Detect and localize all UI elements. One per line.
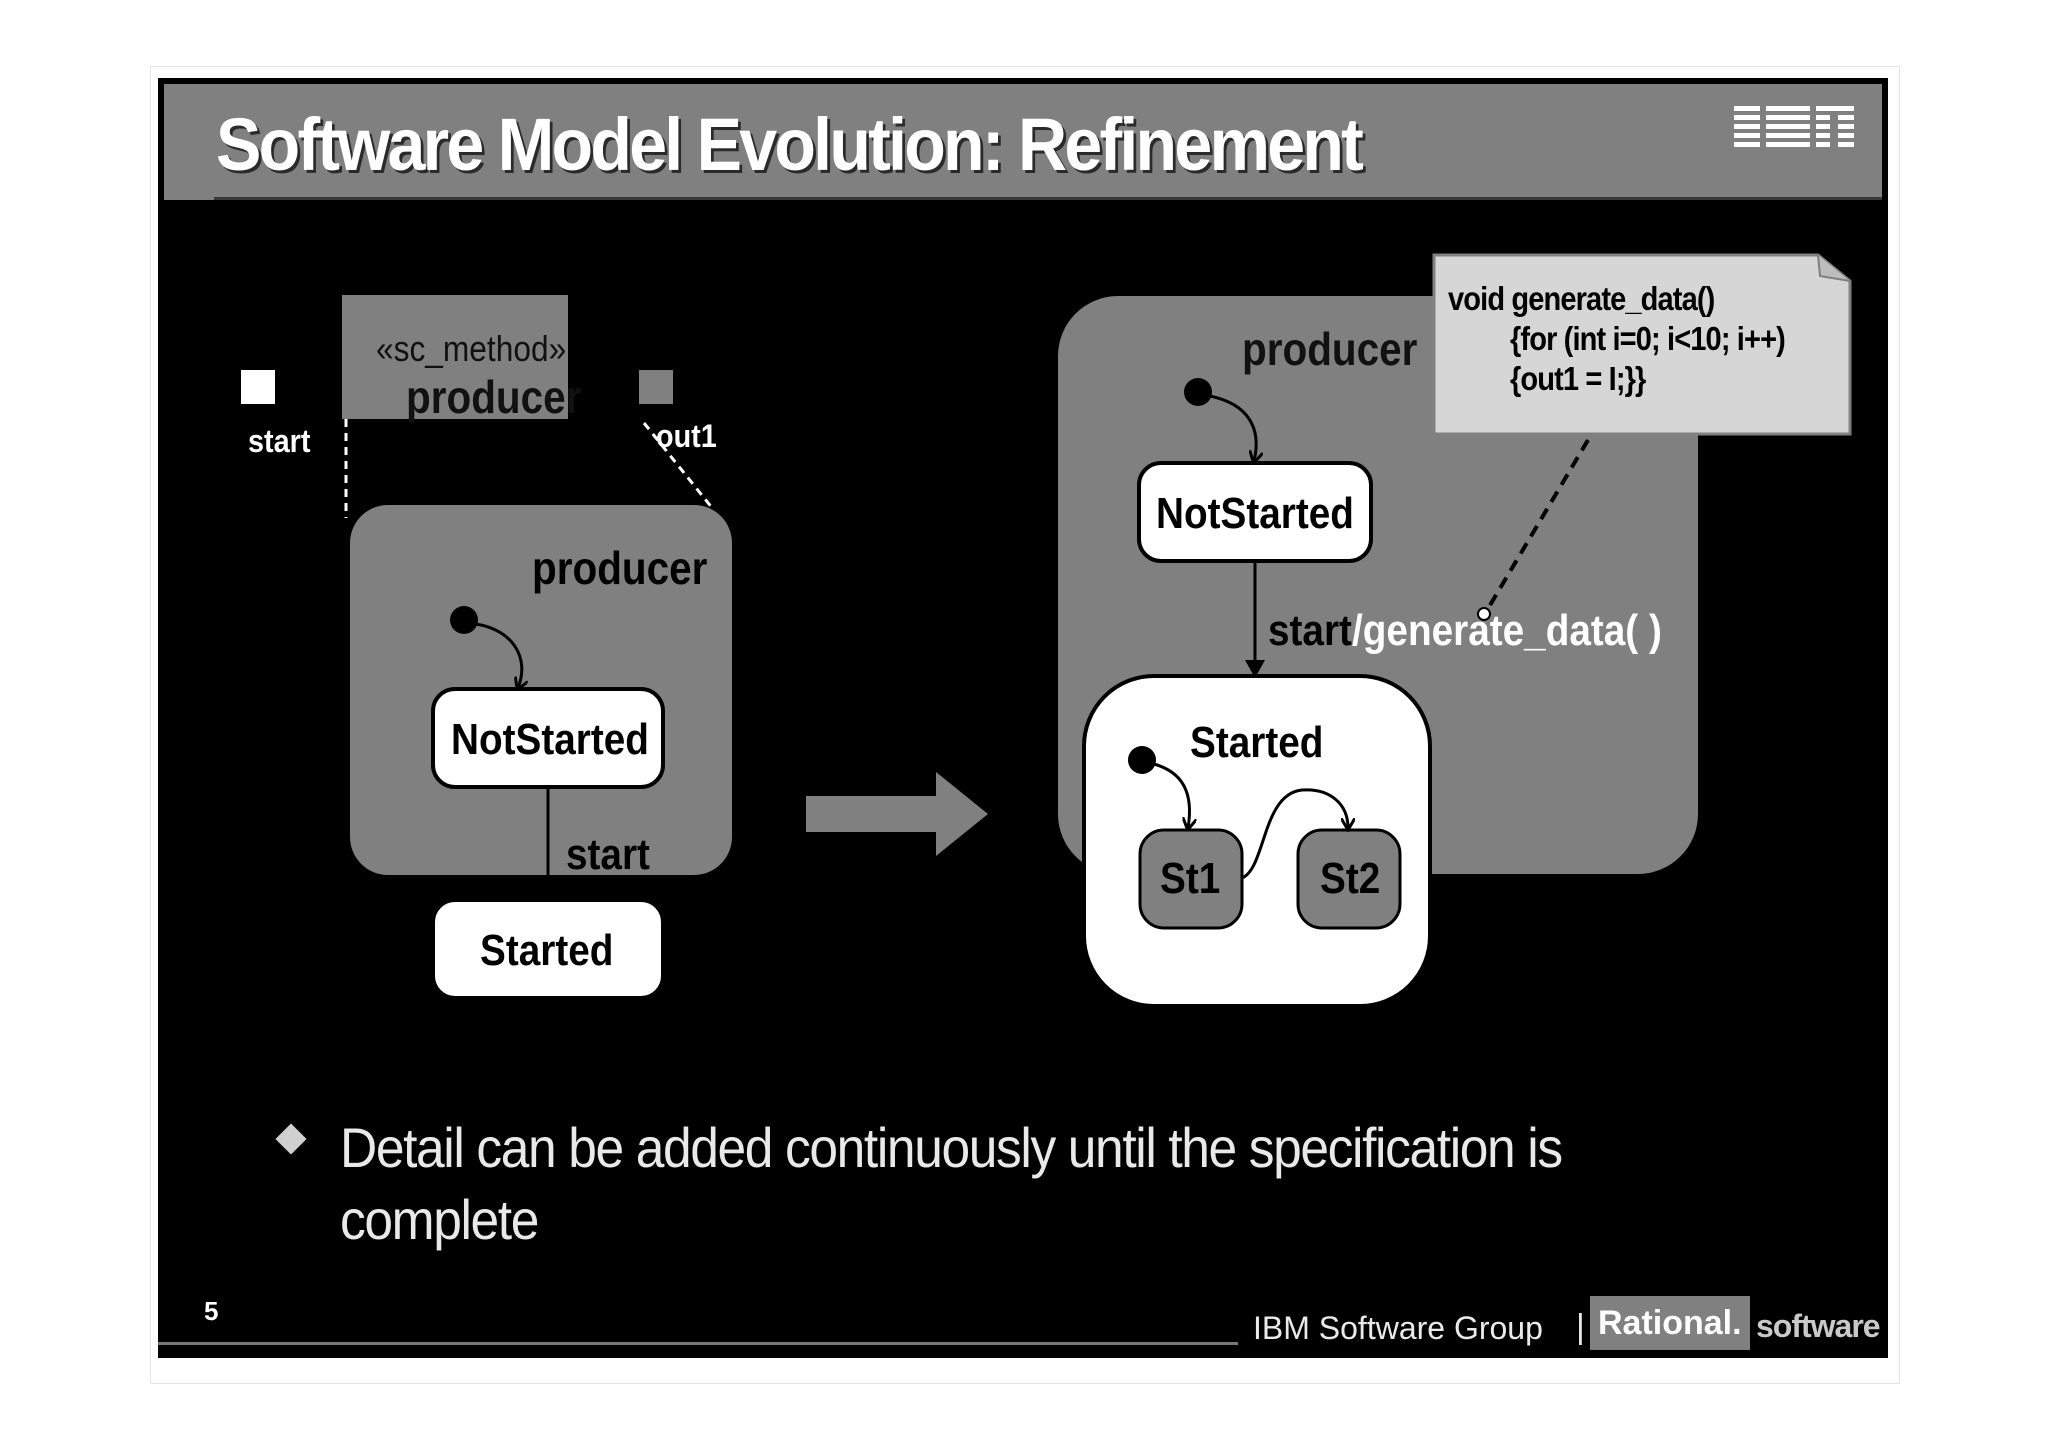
note-line-2: {for (int i=0; i<10; i++) [1510,320,1786,357]
note-line-3: {out1 = I;}} [1510,360,1646,397]
initial-transition-composite [1153,762,1190,828]
note-fold [1817,254,1851,282]
refinement-arrow [806,772,988,856]
substate-st1-label: St1 [1160,854,1221,903]
page-border [150,66,1900,1384]
note-anchor-point [1477,607,1491,621]
initial-transition-right [1209,394,1256,461]
bullet-text: Detail can be added continuously until t… [340,1116,1563,1251]
footer-rule [158,1342,1238,1345]
composite-state-started-label: Started [1190,718,1324,767]
left-statemachine-name: producer [532,542,708,594]
diagram-canvas [239,253,1852,1008]
title-underline [214,197,1882,200]
state-notstarted-left-label: NotStarted [451,715,649,764]
dashed-connector-right [642,422,715,510]
footer-separator: | [1576,1308,1585,1346]
footer-group-name: IBM Software Group [1253,1310,1543,1346]
component-name: producer [406,371,582,423]
transition-trigger-label: start [1268,606,1352,655]
substate-st1 [1138,828,1244,930]
substate-st2-label: St2 [1320,854,1381,903]
title-bar: Software Model Evolution: Refinement [164,84,1882,200]
initial-transition [475,622,522,688]
ibm-logo [1734,102,1854,154]
state-started-left-label: Started [480,926,614,975]
port-start-label: start [248,423,311,459]
transition-st1-st2 [1241,788,1348,880]
transition-action-label: /generate_data( ) [1352,606,1662,655]
slide-title: Software Model Evolution: Refinement [216,103,1364,186]
rational-logo-text: Rational. [1598,1304,1742,1342]
code-note [1432,253,1852,436]
port-out1-label: out1 [656,418,717,454]
state-started-left [431,898,665,1000]
component-stereotype: «sc_method» [376,328,567,369]
page-number: 5 [204,1296,219,1326]
port-start [239,368,277,406]
initial-pseudostate-composite [1128,746,1156,774]
state-notstarted-right-label: NotStarted [1156,489,1354,538]
right-statemachine-name: producer [1242,323,1418,375]
software-logo-text: software [1756,1308,1881,1344]
transition-start-left-label: start [566,830,650,879]
initial-pseudostate [450,606,478,634]
rational-logo-box [1590,1296,1750,1350]
component-box [342,295,568,419]
initial-pseudostate-right [1184,378,1212,406]
note-line-1: void generate_data() [1448,280,1715,317]
slide: Software Model Evolution: Refinement [158,78,1888,1358]
port-out1 [637,368,675,406]
note-anchor-line [1484,438,1590,614]
